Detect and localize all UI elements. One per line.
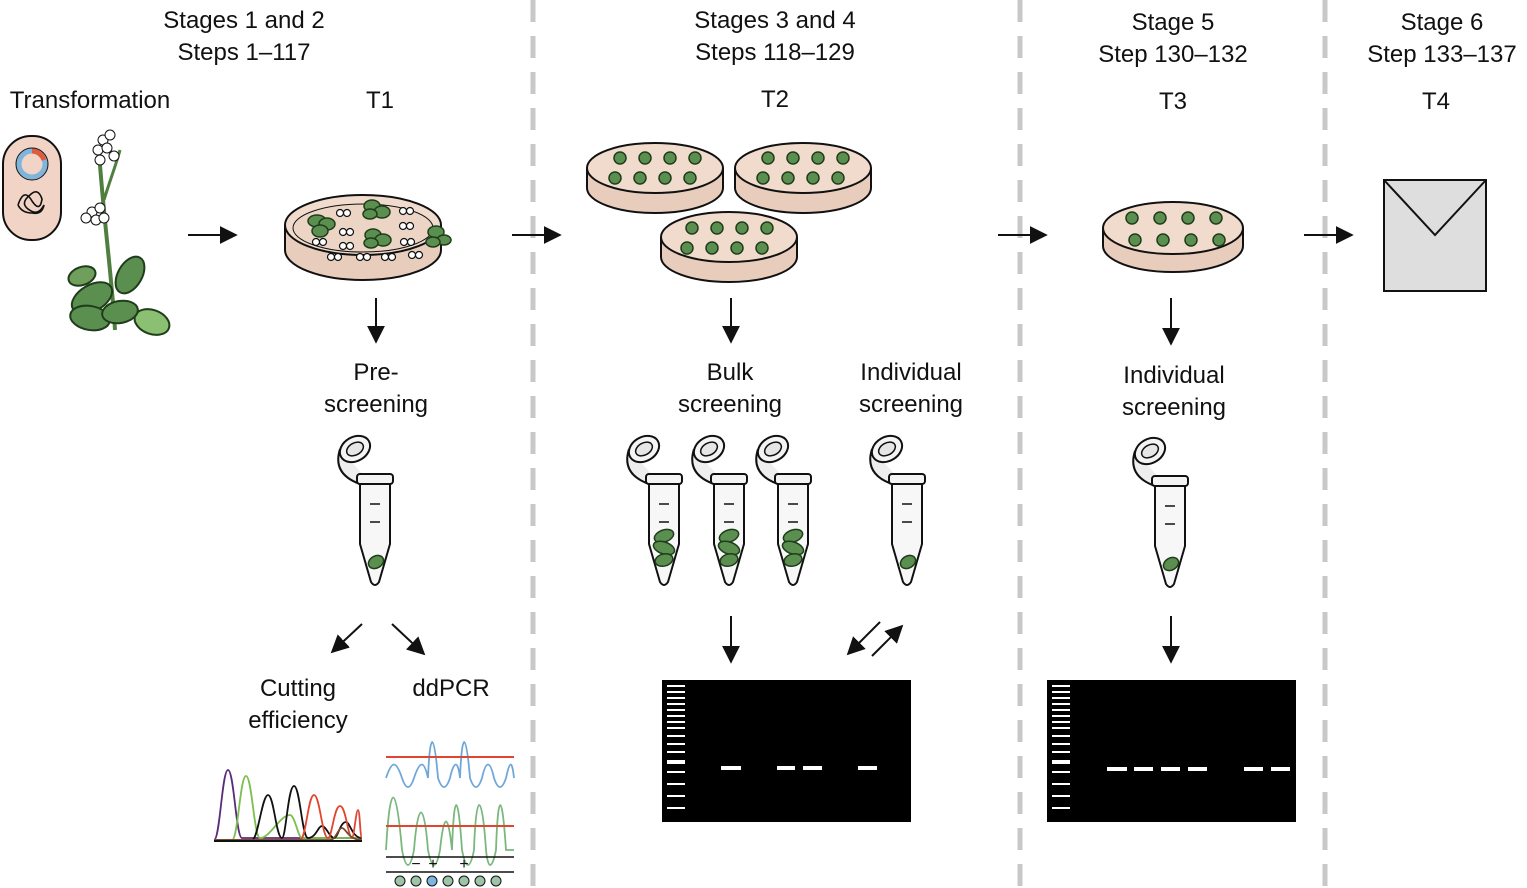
t3-gel-image <box>1047 680 1296 822</box>
chromatogram-icon <box>213 769 363 842</box>
cutting-efficiency-label-line1: Cutting <box>260 675 336 702</box>
t3-petri-dish-icon <box>1102 201 1244 273</box>
t3-label: T3 <box>1159 88 1187 115</box>
ddpcr-sign-1: − <box>411 856 420 873</box>
prescreening-tube-icon <box>337 434 394 586</box>
prescreening-label-line2: screening <box>324 391 428 418</box>
stage-3-title: Stage 5 <box>1132 9 1215 36</box>
stage-1-title: Stages 1 and 2 <box>163 7 324 34</box>
t3-individual-tube-icon <box>1132 436 1189 588</box>
arrow-gel-to-individual <box>871 624 904 657</box>
arrow-to-cutting-efficiency <box>330 623 363 654</box>
stage-1-steps: Steps 1–117 <box>178 39 311 66</box>
stage-4-steps: Step 133–137 <box>1367 41 1516 68</box>
agrobacterium-icon <box>2 135 62 241</box>
ddpcr-label: ddPCR <box>412 675 489 702</box>
prescreening-label-line1: Pre- <box>353 359 398 386</box>
t4-label: T4 <box>1422 88 1450 115</box>
stage-3-steps: Step 130–132 <box>1098 41 1247 68</box>
t1-petri-dish-icon <box>284 194 452 281</box>
arrow-to-ddpcr <box>391 623 426 656</box>
stage-2-steps: Steps 118–129 <box>695 39 855 66</box>
stage-2-title: Stages 3 and 4 <box>694 7 855 34</box>
bulk-screening-label-line2: screening <box>678 391 782 418</box>
cutting-efficiency-label-line2: efficiency <box>248 707 348 734</box>
bulk-tube-icon-1 <box>626 434 683 586</box>
arabidopsis-plant-icon <box>67 129 171 336</box>
ddpcr-plot-icon <box>385 741 515 887</box>
seed-envelope-icon <box>1383 179 1487 292</box>
microtube-group <box>337 434 1189 588</box>
t1-label: T1 <box>366 87 394 114</box>
individual-screening-label-line1: Individual <box>860 359 961 386</box>
bulk-screening-label-line1: Bulk <box>707 359 755 386</box>
t2-petri-dishes-icon <box>586 142 872 283</box>
individual-tube-icon <box>869 434 926 586</box>
t2-gel-image <box>662 680 911 822</box>
individual-screening-label-line2: screening <box>859 391 963 418</box>
bulk-tube-icon-2 <box>691 434 748 586</box>
ddpcr-sign-3: + <box>459 856 468 873</box>
transformation-label: Transformation <box>10 87 171 114</box>
arrow-individual-to-gel <box>846 621 881 656</box>
bulk-tube-icon-3 <box>755 434 812 586</box>
stage-4-title: Stage 6 <box>1401 9 1484 36</box>
t3-individual-screening-label-line1: Individual <box>1123 362 1224 389</box>
t2-label: T2 <box>761 86 789 113</box>
ddpcr-sign-2: + <box>428 856 437 873</box>
t3-individual-screening-label-line2: screening <box>1122 394 1226 421</box>
